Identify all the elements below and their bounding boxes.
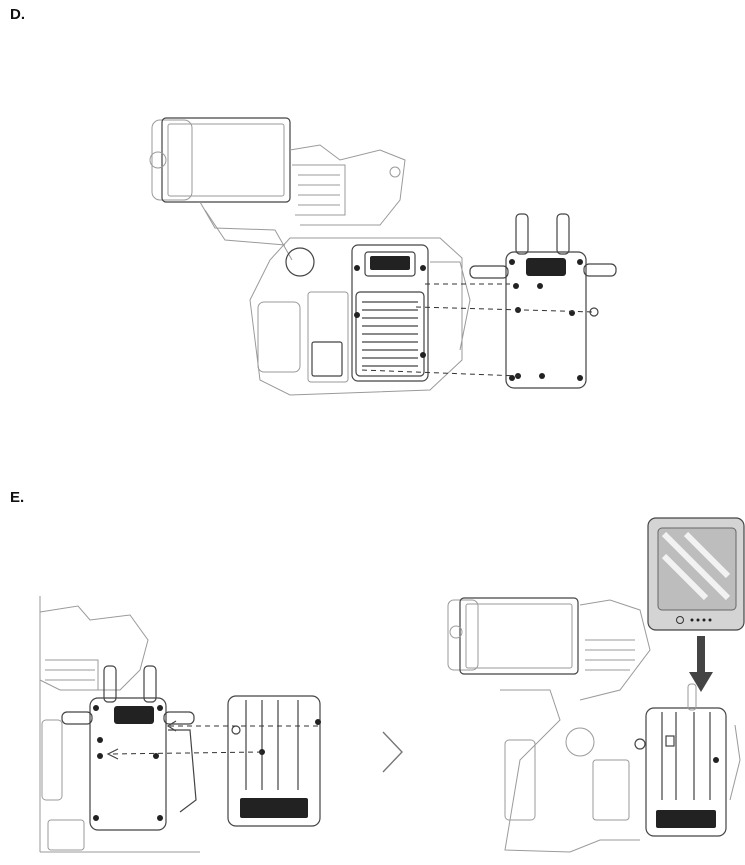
camera-monitor xyxy=(149,117,293,261)
step-e-right-illustration xyxy=(447,517,745,853)
step-label-d: D. xyxy=(10,6,25,23)
chevron-right-icon xyxy=(382,731,403,773)
alignment-lines-d xyxy=(361,283,595,377)
alignment-arrows-e xyxy=(106,720,318,760)
camera-body xyxy=(249,237,471,396)
transmitter-attached xyxy=(61,665,197,831)
battery-plate-mounted xyxy=(634,683,727,837)
step-d-illustration xyxy=(149,117,617,396)
step-label-e: E. xyxy=(10,489,25,506)
camera-top-handle xyxy=(289,144,406,226)
camera-mount-plate xyxy=(351,244,429,382)
step-e-left-illustration xyxy=(39,596,321,853)
battery xyxy=(647,517,745,631)
down-arrow-icon xyxy=(689,636,713,692)
battery-plate xyxy=(227,695,321,827)
transmitter-module xyxy=(469,213,617,389)
